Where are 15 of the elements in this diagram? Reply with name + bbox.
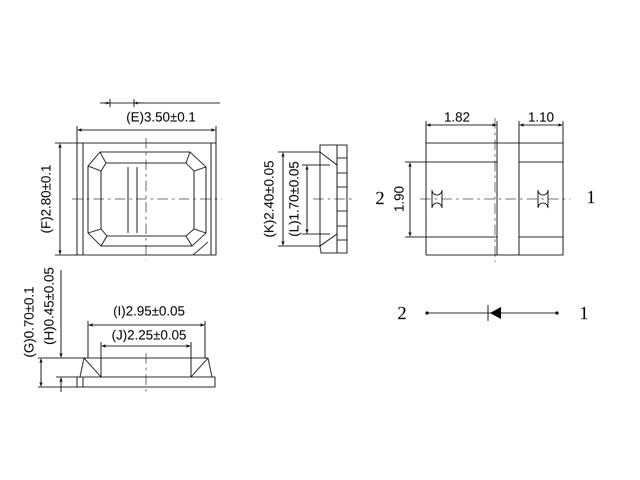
dimension-label: 1.90 xyxy=(394,186,404,211)
dimension-label: (H)0.45±0.05 xyxy=(44,268,56,344)
dimension-label: 1.82 xyxy=(445,112,470,122)
dimension-label: 1.10 xyxy=(529,112,554,122)
pin-number: 2 xyxy=(376,192,384,204)
dimension-label: (I)2.95±0.05 xyxy=(114,306,184,318)
dimension-label: (G)0.70±0.1 xyxy=(24,287,36,357)
dimension-label: (J)2.25±0.05 xyxy=(112,330,186,342)
dimension-label: (L)1.70±0.05 xyxy=(288,162,302,236)
pin-number: 1 xyxy=(580,306,588,320)
pin-number: 1 xyxy=(588,190,595,204)
dimension-label: (F)2.80±0.1 xyxy=(40,165,54,233)
dimension-label: (K)2.40±0.05 xyxy=(264,161,276,237)
dimension-label: (E)3.50±0.1 xyxy=(127,112,196,124)
pin-number: 2 xyxy=(398,306,406,320)
